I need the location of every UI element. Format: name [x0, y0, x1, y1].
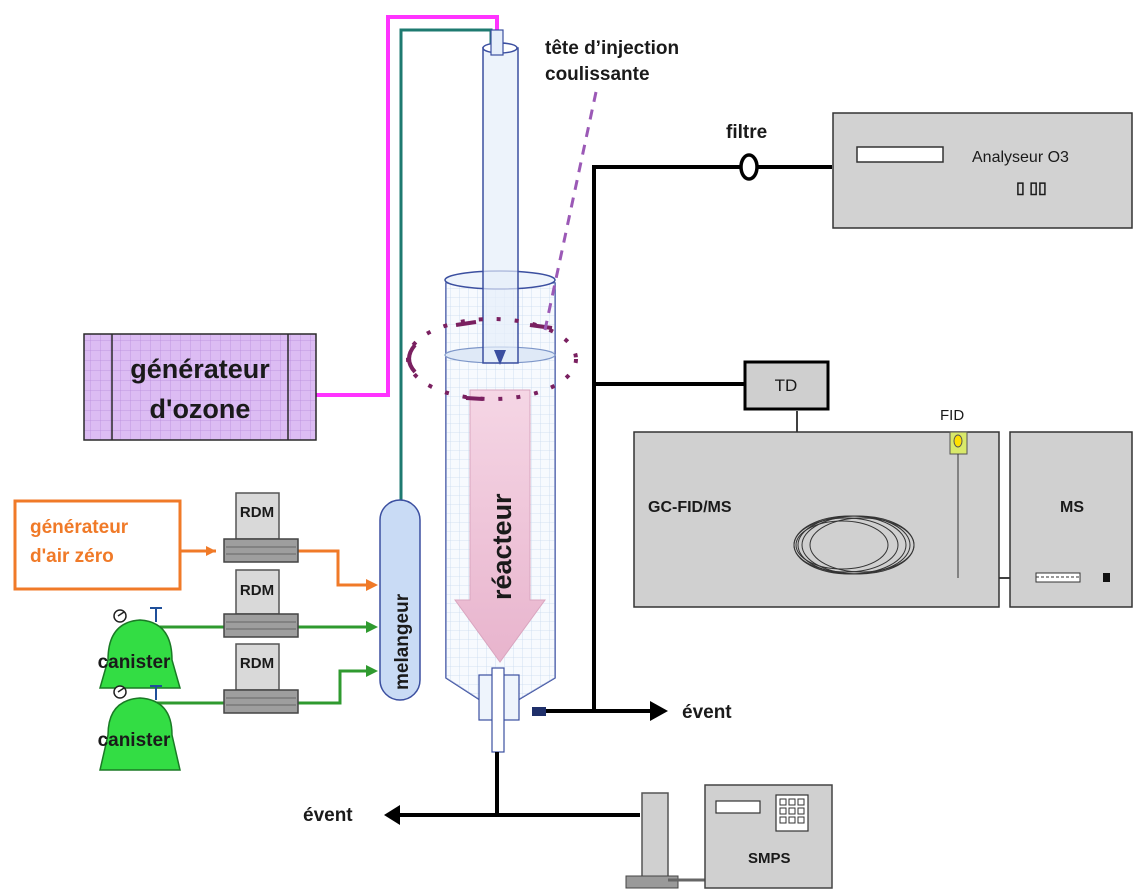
rdm-unit-3: RDM	[223, 643, 299, 714]
rdm-label-1: RDM	[240, 504, 274, 521]
gc-label: GC-FID/MS	[648, 499, 732, 516]
tete-pointer	[543, 91, 598, 331]
ozone-analyser-label: Analyseur O3	[972, 149, 1069, 166]
mixer-label: melangeur	[392, 593, 413, 690]
ozone-generator: générateur d'ozone	[83, 333, 317, 441]
ozone-line	[316, 15, 499, 397]
orange-line	[180, 546, 378, 591]
ozone-analyser-display: ▯ ▯▯	[1016, 180, 1047, 197]
filter	[739, 153, 759, 181]
reactor	[444, 270, 556, 753]
thermal-desorber: TD	[743, 360, 830, 411]
rdm-unit-1: RDM	[223, 492, 299, 563]
tete-label-2: coulissante	[545, 64, 650, 85]
zero-air-label-1: générateur	[30, 517, 129, 538]
filter-label: filtre	[726, 122, 767, 143]
vent-label-bottom: évent	[303, 805, 353, 826]
canister-label-2: canister	[98, 730, 171, 751]
canister-1: canister	[98, 607, 181, 689]
gc-fid-ms: GC-FID/MS FID	[633, 407, 1000, 608]
rdm-label-2: RDM	[240, 582, 274, 599]
sliding-head-highlight	[406, 317, 578, 401]
gc-column-coil	[793, 515, 915, 575]
ozone-analyser: Analyseur O3 ▯ ▯▯	[832, 112, 1133, 229]
zero-air-generator: générateur d'air zéro	[13, 499, 182, 591]
ozone-generator-label-1: générateur	[130, 354, 270, 384]
canister-2: canister	[98, 685, 181, 771]
rdm-unit-2: RDM	[223, 569, 299, 638]
vent-label-right: évent	[682, 702, 732, 723]
mixer: melangeur	[379, 499, 421, 701]
smps-label: SMPS	[748, 850, 791, 867]
fid-label: FID	[940, 407, 964, 424]
mass-spectrometer: MS	[1009, 431, 1133, 608]
ozone-generator-label-2: d'ozone	[150, 394, 251, 424]
ms-label: MS	[1060, 499, 1084, 516]
smps: SMPS	[625, 784, 833, 889]
rdm-label-3: RDM	[240, 655, 274, 672]
flow-arrow	[454, 389, 546, 663]
zero-air-label-2: d'air zéro	[30, 546, 114, 567]
injection-tube	[482, 29, 519, 365]
reactor-label: réacteur	[487, 493, 517, 600]
tete-label-1: tête d’injection	[545, 38, 679, 59]
td-label: TD	[775, 376, 798, 395]
canister-label-1: canister	[98, 652, 171, 673]
